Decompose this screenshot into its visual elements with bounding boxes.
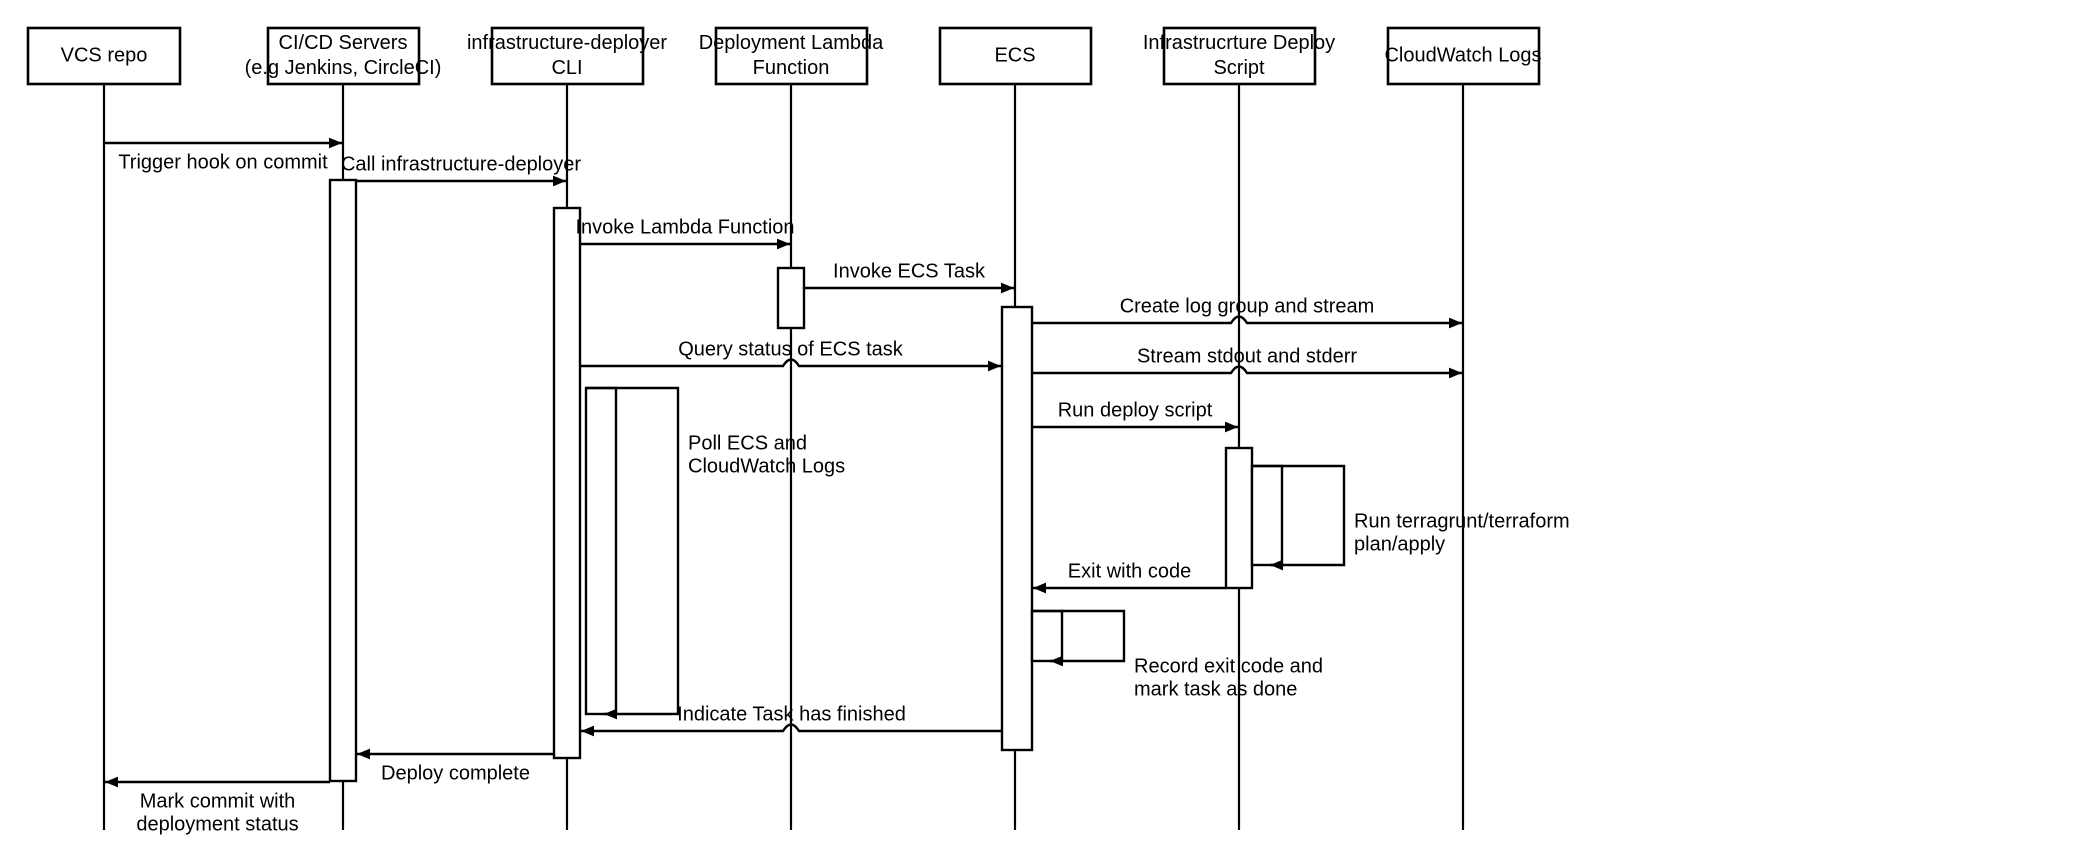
message-m6: Query status of ECS task — [580, 338, 1001, 372]
message-label-m1: Trigger hook on commit — [118, 151, 328, 173]
participant-box-cicd[interactable] — [266, 26, 421, 86]
message-m11: Exit with code — [1033, 560, 1226, 594]
message-m7: Stream stdout and stderr — [1032, 345, 1462, 379]
message-arrow-m5 — [1032, 315, 1462, 329]
message-m2: Call infrastructure-deployer — [341, 153, 581, 187]
message-label-m4: Invoke ECS Task — [833, 260, 986, 282]
message-m5: Create log group and stream — [1032, 295, 1462, 329]
message-label-m10: CloudWatch Logs — [688, 455, 845, 477]
message-arrow-m6 — [580, 358, 1001, 372]
activation-bar-a-cli — [552, 206, 582, 760]
message-label-m15: Mark commit with — [140, 790, 296, 812]
message-m8: Run deploy script — [1032, 399, 1238, 433]
message-arrow-m13 — [581, 723, 1002, 737]
message-arrow-m12 — [1032, 609, 1126, 667]
message-label-m7: Stream stdout and stderr — [1137, 345, 1357, 367]
activation-bar-a-lambda — [776, 266, 806, 330]
message-label-m14: Deploy complete — [381, 762, 530, 784]
activation-bar-a-script — [1224, 446, 1254, 590]
participant-box-script[interactable] — [1162, 26, 1317, 86]
message-label-m2: Call infrastructure-deployer — [341, 153, 581, 175]
message-label-m10: Poll ECS and — [688, 432, 807, 454]
activation-bar-a-cicd — [328, 178, 358, 783]
participant-ecs[interactable]: ECS — [938, 26, 1093, 86]
messages-layer: Trigger hook on commit Call infrastructur… — [104, 137, 1570, 835]
message-label-m15: deployment status — [136, 813, 298, 835]
message-m3: Invoke Lambda Function — [575, 216, 795, 250]
participant-label-ecs: ECS — [994, 44, 1035, 66]
message-m1: Trigger hook on commit — [104, 137, 342, 173]
participant-box-cli[interactable] — [490, 26, 645, 86]
participant-label-cwlogs: CloudWatch Logs — [1384, 44, 1541, 66]
message-label-m3: Invoke Lambda Function — [575, 216, 794, 238]
participant-box-lambda[interactable] — [714, 26, 869, 86]
participant-label-cli: CLI — [551, 57, 582, 79]
message-m4: Invoke ECS Task — [804, 260, 1014, 294]
participant-cicd[interactable]: CI/CD Servers (e.g Jenkins, CircleCI) — [245, 26, 442, 86]
message-label-m8: Run deploy script — [1058, 399, 1213, 421]
activation-bar-a-cli-poll — [584, 386, 618, 716]
participant-label-cicd: (e.g Jenkins, CircleCI) — [245, 57, 442, 79]
message-label-m13: Indicate Task has finished — [677, 703, 906, 725]
participant-box-ecs[interactable] — [938, 26, 1093, 86]
participant-cwlogs[interactable]: CloudWatch Logs — [1384, 26, 1542, 86]
activation-bar-a-ecs-record — [1030, 609, 1064, 663]
participant-label-cicd: CI/CD Servers — [279, 32, 408, 54]
activation-bar-a-script-tf — [1250, 464, 1284, 567]
message-arrow-m10 — [586, 386, 680, 720]
message-arrow-m7 — [1032, 365, 1462, 379]
message-m13: Indicate Task has finished — [581, 703, 1002, 737]
message-label-m11: Exit with code — [1068, 560, 1191, 582]
participant-label-lambda: Deployment Lambda — [699, 32, 884, 54]
participant-vcs[interactable]: VCS repo — [26, 26, 182, 86]
participant-box-vcs[interactable] — [26, 26, 182, 86]
participant-box-cwlogs[interactable] — [1386, 26, 1541, 86]
participant-label-vcs: VCS repo — [61, 44, 148, 66]
participant-label-cli: infrastructure-deployer — [467, 32, 667, 54]
message-label-m12: mark task as done — [1134, 678, 1297, 700]
participant-label-script: Script — [1213, 57, 1265, 79]
participant-label-script: Infrastrucrture Deploy — [1143, 32, 1335, 54]
message-label-m5: Create log group and stream — [1120, 295, 1375, 317]
message-label-m6: Query status of ECS task — [678, 338, 904, 360]
message-arrow-m9 — [1252, 464, 1346, 571]
participant-label-lambda: Function — [753, 57, 830, 79]
participant-boxes-layer: VCS repo CI/CD Servers (e.g Jenkins, Circl… — [26, 26, 1542, 86]
message-label-m9: Run terragrunt/terraform — [1354, 510, 1570, 532]
activations-layer — [328, 178, 1284, 783]
message-label-m9: plan/apply — [1354, 533, 1445, 555]
message-m14: Deploy complete — [357, 748, 554, 784]
message-label-m12: Record exit code and — [1134, 655, 1323, 677]
activation-bar-a-ecs — [1000, 305, 1034, 752]
